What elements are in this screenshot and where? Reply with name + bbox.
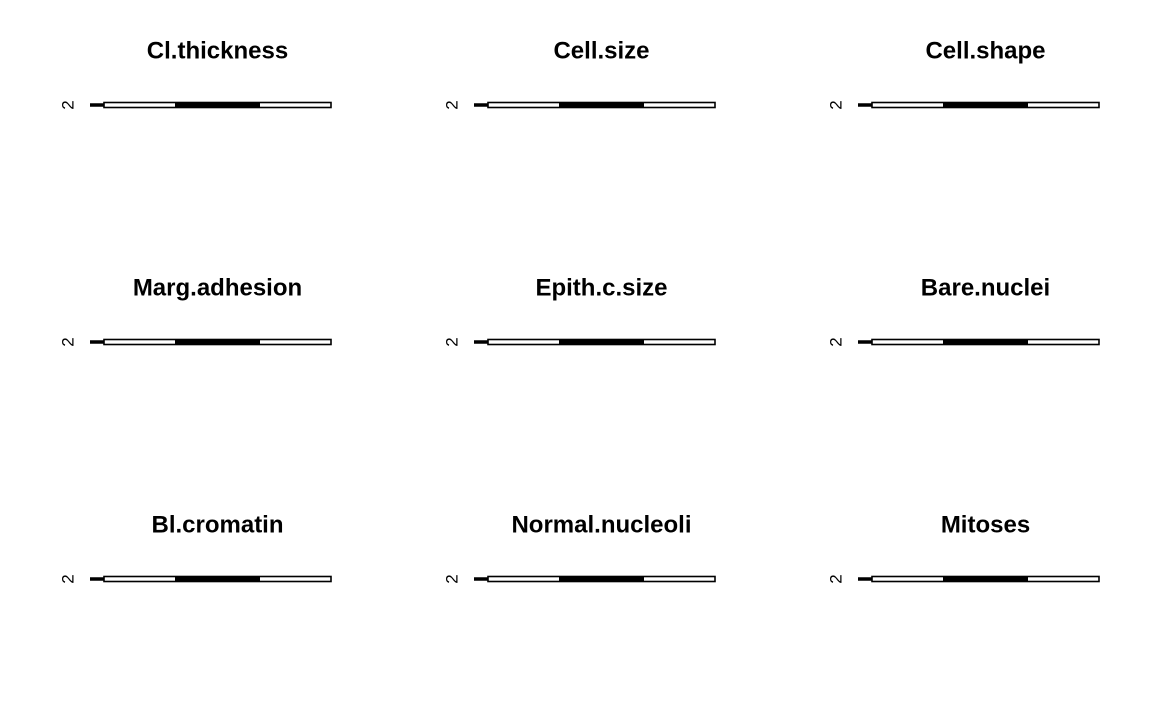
panel-title: Bl.cromatin — [151, 511, 283, 538]
y-tick-label: 2 — [443, 337, 462, 346]
panel-title: Cell.size — [553, 37, 649, 64]
y-tick-label: 2 — [59, 574, 78, 583]
boxplot-panel: Bare.nuclei 2 — [827, 274, 1100, 347]
y-tick-label: 2 — [827, 337, 846, 346]
panel-title: Mitoses — [941, 511, 1030, 538]
y-tick-label: 2 — [827, 100, 846, 109]
boxplot-panel: Marg.adhesion 2 — [59, 274, 332, 347]
panel-title: Bare.nuclei — [921, 274, 1050, 301]
y-tick-label: 2 — [827, 574, 846, 583]
boxplot-panel: Epith.c.size 2 — [443, 274, 716, 347]
y-tick-label: 2 — [443, 574, 462, 583]
boxplot-panel: Bl.cromatin 2 — [59, 511, 332, 584]
panel-title: Epith.c.size — [535, 274, 667, 301]
boxplot-panel: Cl.thickness 2 — [59, 37, 332, 110]
boxplot-panel: Mitoses 2 — [827, 511, 1100, 584]
boxplot-panel: Normal.nucleoli 2 — [443, 511, 716, 584]
boxplot-panel: Cell.shape 2 — [827, 37, 1100, 110]
panel-title: Cl.thickness — [147, 37, 288, 64]
boxplot-panel: Cell.size 2 — [443, 37, 716, 110]
y-tick-label: 2 — [443, 100, 462, 109]
panel-title: Cell.shape — [925, 37, 1045, 64]
y-tick-label: 2 — [59, 337, 78, 346]
panel-title: Marg.adhesion — [133, 274, 302, 301]
y-tick-label: 2 — [59, 100, 78, 109]
panel-title: Normal.nucleoli — [511, 511, 691, 538]
